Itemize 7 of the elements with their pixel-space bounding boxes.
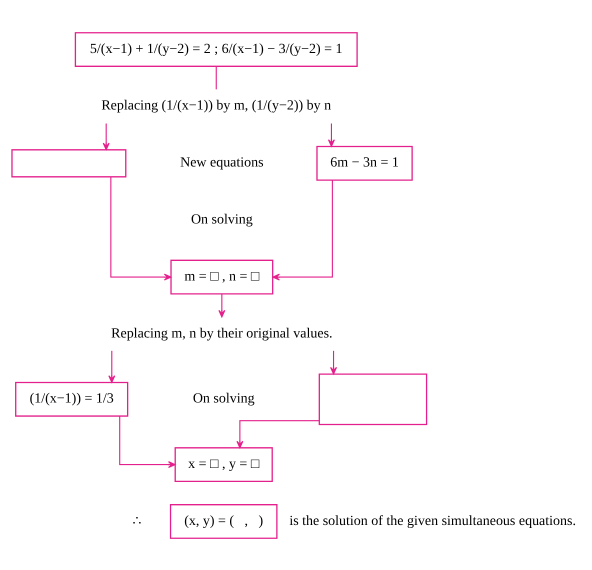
node-text: Replacing m, n by their original values. [111, 326, 333, 341]
label: On solving [190, 212, 253, 227]
node-text: Replacing (1/(x−1)) by m, (1/(y−2)) by n [101, 98, 332, 114]
label: On solving [192, 391, 255, 406]
label: New equations [180, 155, 264, 170]
node-label: is the solution of the given simultaneous equations. [289, 513, 576, 528]
node-label: ∴ [132, 513, 142, 528]
